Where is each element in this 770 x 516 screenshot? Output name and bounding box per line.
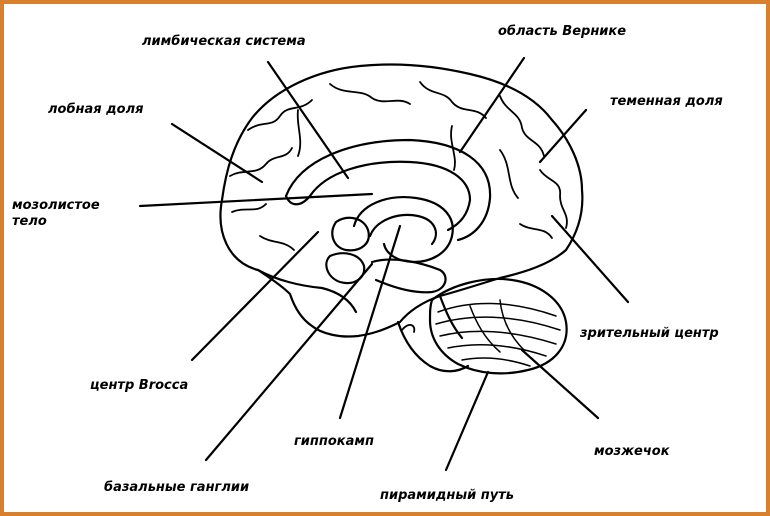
thalamus bbox=[332, 218, 368, 250]
sulcus-2 bbox=[330, 84, 410, 104]
sulcus-7 bbox=[232, 204, 266, 212]
sulcus-3 bbox=[420, 82, 486, 118]
cerebellum-folia-1 bbox=[438, 303, 556, 316]
fornix-inner bbox=[370, 215, 436, 244]
leader-pyramidal-tract bbox=[446, 372, 488, 470]
label-hippocampus: гиппокамп bbox=[294, 434, 374, 450]
cerebellum-folia-5 bbox=[462, 358, 530, 366]
corpus-callosum-outer bbox=[286, 140, 490, 240]
leader-broca bbox=[192, 232, 318, 360]
sulcus-6 bbox=[230, 148, 292, 176]
label-cerebellum: мозжечок bbox=[594, 444, 670, 460]
pons-bulge bbox=[402, 325, 414, 332]
leader-frontal-lobe bbox=[172, 124, 262, 182]
label-corpus-callosum: мозолистое тело bbox=[12, 198, 100, 230]
label-wernicke-area: область Верникe bbox=[498, 24, 626, 40]
leader-cerebellum bbox=[522, 350, 598, 418]
label-pyramidal-tract: пирамидный путь bbox=[380, 488, 514, 504]
sulcus-11 bbox=[520, 224, 552, 238]
brain-outline bbox=[221, 64, 583, 336]
cerebellum-folia-3 bbox=[440, 331, 556, 344]
label-broca-center: центр Brocca bbox=[90, 378, 188, 394]
leader-corpus-callosum bbox=[140, 194, 372, 206]
sulcus-8 bbox=[298, 110, 301, 156]
sulcus-12 bbox=[260, 236, 294, 250]
cerebellum-folia-4 bbox=[448, 345, 546, 356]
label-frontal-lobe: лобная доля bbox=[48, 102, 143, 118]
midbrain bbox=[372, 260, 446, 293]
leader-wernicke bbox=[460, 58, 524, 152]
sulcus-1 bbox=[248, 100, 312, 130]
label-limbic-system: лимбическая система bbox=[142, 34, 306, 50]
sulcus-10 bbox=[500, 150, 518, 198]
label-parietal-lobe: теменная доля bbox=[610, 94, 723, 110]
temporal-lobe bbox=[258, 270, 356, 312]
leader-visual-center bbox=[552, 216, 628, 302]
label-visual-center: зрительный центр bbox=[580, 326, 719, 342]
label-basal-ganglia: базальные ганглии bbox=[104, 480, 249, 496]
leader-parietal-lobe bbox=[540, 110, 586, 162]
